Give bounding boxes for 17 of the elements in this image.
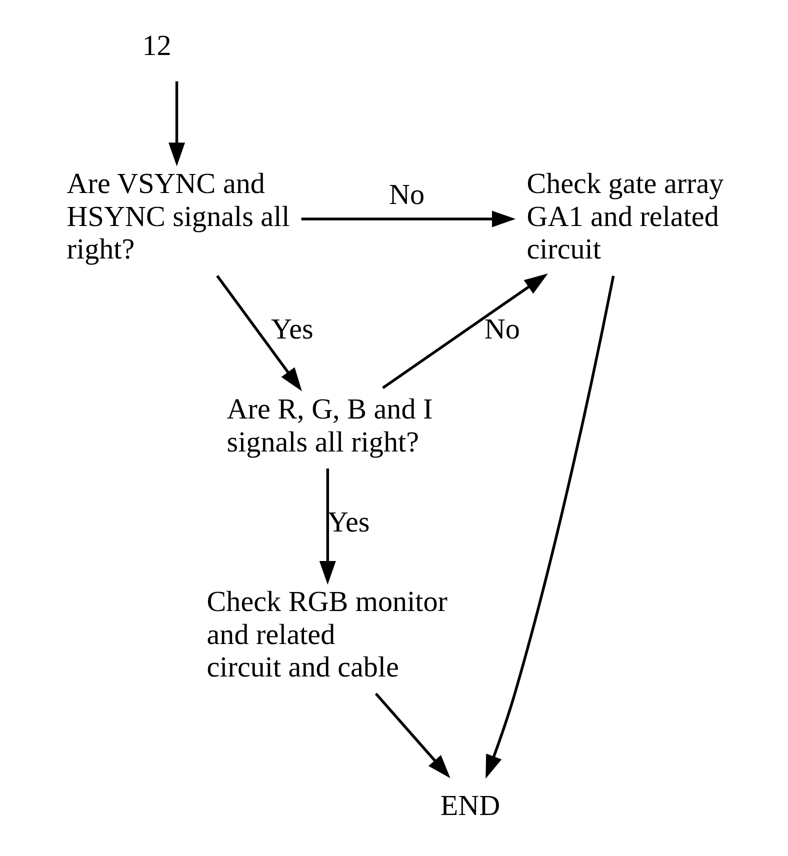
arrow	[382, 273, 548, 390]
arrow	[374, 692, 450, 778]
node-text: END	[440, 790, 500, 822]
arrow	[216, 275, 302, 392]
arrow	[486, 276, 615, 779]
edge-label: No	[388, 179, 424, 212]
edge-label: Yes	[327, 506, 370, 538]
arrow	[319, 468, 336, 585]
node-text: Check gate array GA1 and related circuit	[526, 168, 724, 266]
node-text: Are VSYNC and HSYNC signals all right?	[66, 168, 290, 266]
arrow	[301, 210, 516, 228]
node-text: Are R, G, B and I signals all right?	[226, 394, 433, 458]
edge-label: Yes	[271, 314, 314, 346]
node-text: Check RGB monitor and related circuit and cable	[206, 586, 448, 684]
edge-label: No	[484, 314, 520, 346]
node-text: 12	[142, 30, 172, 62]
arrow	[168, 81, 186, 166]
